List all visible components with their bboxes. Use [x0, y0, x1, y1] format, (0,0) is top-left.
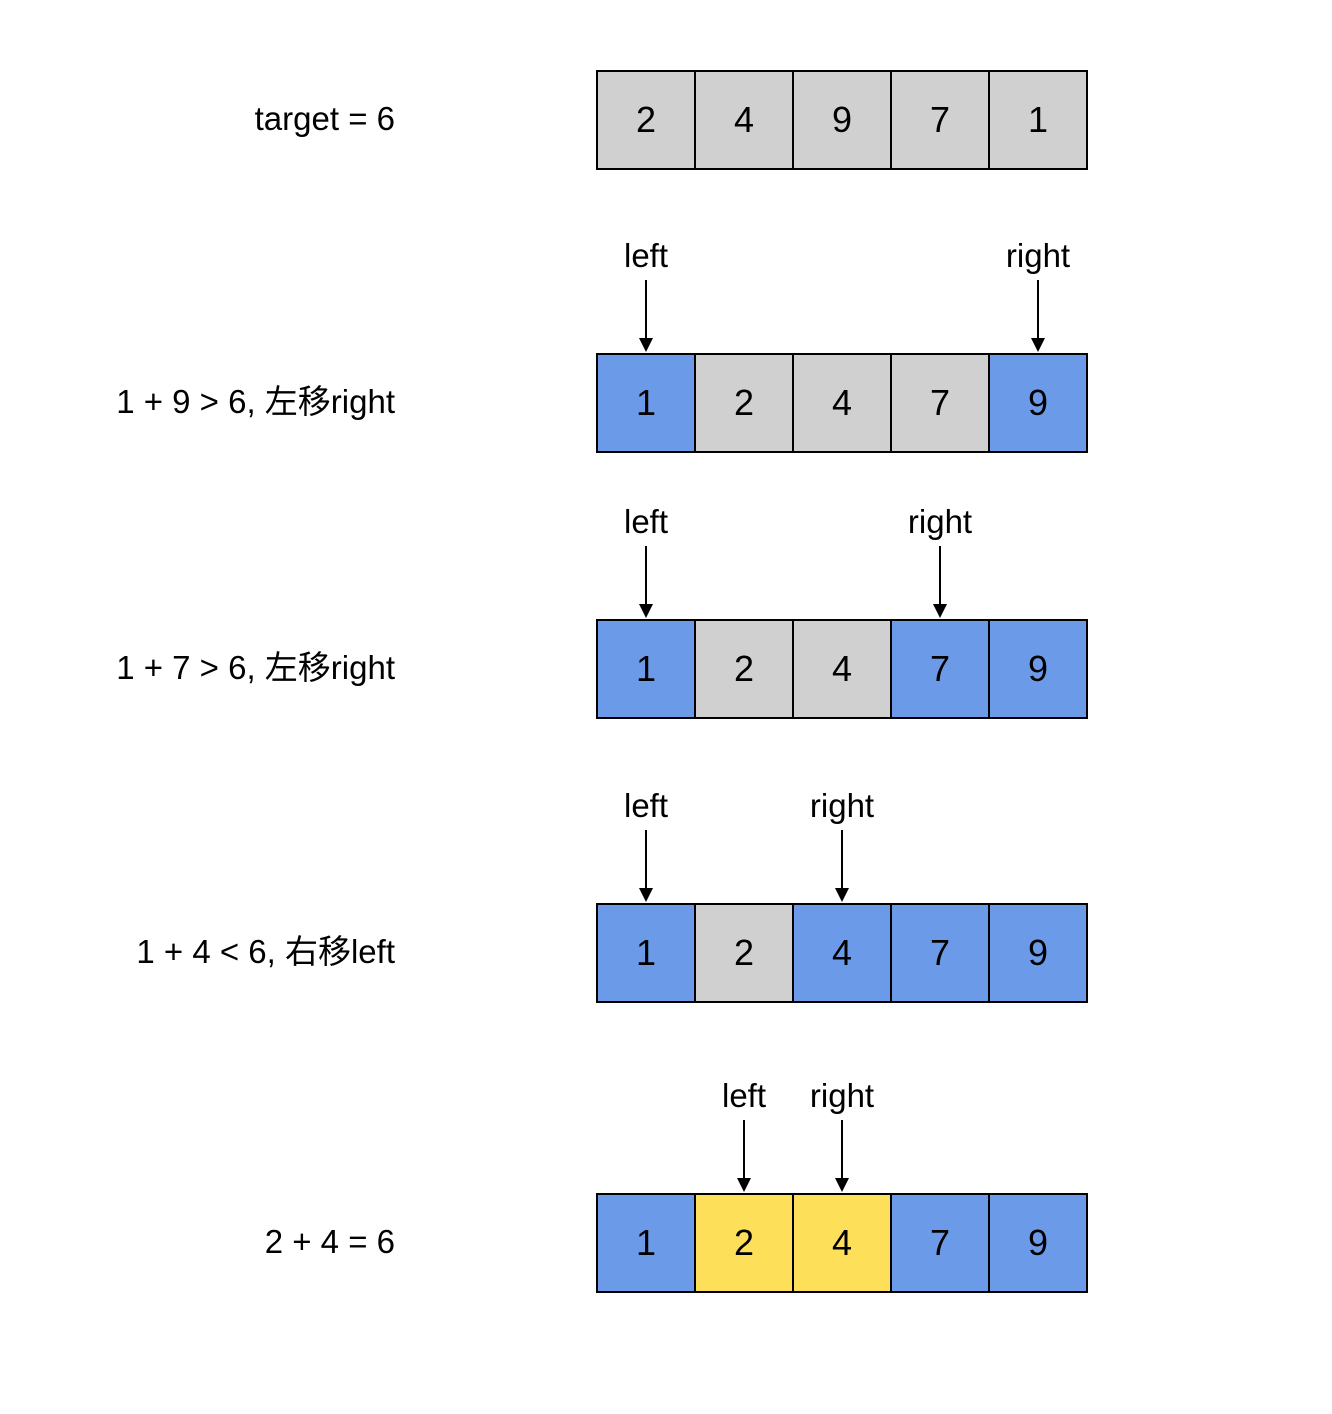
right-pointer: right — [782, 1077, 902, 1192]
right-pointer: right — [978, 237, 1098, 352]
arrow-down-icon — [737, 1178, 751, 1192]
array-cell: 7 — [890, 1195, 988, 1291]
array-cell: 1 — [598, 1195, 694, 1291]
array-cell: 2 — [598, 72, 694, 168]
array-cell: 7 — [890, 905, 988, 1001]
arrow-line — [841, 1120, 843, 1180]
step-caption: 1 + 4 < 6, 右移left — [136, 933, 395, 970]
array-cell: 1 — [598, 905, 694, 1001]
pointer-label: right — [1005, 237, 1071, 274]
right-pointer: right — [880, 503, 1000, 618]
arrow-down-icon — [1031, 338, 1045, 352]
step-caption: target = 6 — [254, 100, 395, 137]
pointer-label: right — [907, 503, 973, 540]
array-cell: 9 — [988, 621, 1086, 717]
arrow-down-icon — [933, 604, 947, 618]
array-cell: 2 — [694, 621, 792, 717]
array-cell: 4 — [792, 1195, 890, 1291]
arrow-down-icon — [835, 1178, 849, 1192]
array-cell: 9 — [988, 905, 1086, 1001]
array-cell: 4 — [792, 905, 890, 1001]
right-pointer: right — [782, 787, 902, 902]
array-cell: 7 — [890, 621, 988, 717]
arrow-down-icon — [639, 338, 653, 352]
array-cell: 1 — [988, 72, 1086, 168]
array-cell: 7 — [890, 72, 988, 168]
array-cell: 4 — [694, 72, 792, 168]
pointer-label: right — [809, 1077, 875, 1114]
array-cell: 9 — [988, 355, 1086, 451]
left-pointer: left — [586, 503, 706, 618]
pointer-label: right — [809, 787, 875, 824]
step-caption: 1 + 9 > 6, 左移right — [116, 383, 395, 420]
left-pointer: left — [586, 787, 706, 902]
array-cell: 4 — [792, 355, 890, 451]
arrow-line — [645, 280, 647, 340]
array-cell: 1 — [598, 621, 694, 717]
array-cell: 4 — [792, 621, 890, 717]
arrow-line — [645, 546, 647, 606]
left-pointer: left — [684, 1077, 804, 1192]
arrow-line — [743, 1120, 745, 1180]
arrow-line — [1037, 280, 1039, 340]
array-cell: 2 — [694, 1195, 792, 1291]
arrow-down-icon — [639, 888, 653, 902]
arrow-line — [645, 830, 647, 890]
arrow-line — [841, 830, 843, 890]
pointer-label: left — [623, 787, 669, 824]
left-pointer: left — [586, 237, 706, 352]
arrow-down-icon — [639, 604, 653, 618]
array-cell: 2 — [694, 905, 792, 1001]
pointer-label: left — [721, 1077, 767, 1114]
pointer-label: left — [623, 503, 669, 540]
array-cell: 1 — [598, 355, 694, 451]
step-caption: 1 + 7 > 6, 左移right — [116, 649, 395, 686]
array-cell: 2 — [694, 355, 792, 451]
array-cell: 9 — [988, 1195, 1086, 1291]
pointer-label: left — [623, 237, 669, 274]
step-caption: 2 + 4 = 6 — [264, 1223, 395, 1260]
array-cell: 9 — [792, 72, 890, 168]
arrow-down-icon — [835, 888, 849, 902]
array-cell: 7 — [890, 355, 988, 451]
arrow-line — [939, 546, 941, 606]
